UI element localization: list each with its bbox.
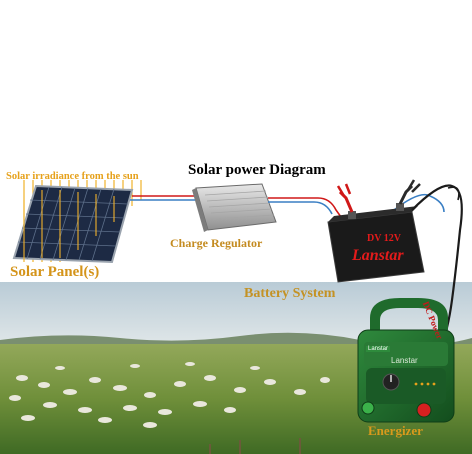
battery-voltage-text: DV 12V (367, 233, 401, 244)
cable-battery-energizer (411, 184, 463, 351)
charge-regulator-label: Charge Regulator (170, 236, 263, 250)
energizer-label: Energizer (368, 423, 423, 438)
solar-irradiance-label: Solar irradiance from the sun (6, 171, 139, 182)
battery (327, 179, 425, 283)
solar-panel (12, 184, 134, 264)
charge-regulator (192, 183, 277, 232)
battery-brand-text: Lanstar (352, 247, 404, 264)
far-hills (0, 332, 472, 346)
battery-system-label: Battery System (244, 286, 336, 301)
wires-regulator-battery (268, 193, 445, 225)
wires-panel-regulator (130, 195, 198, 201)
energizer-brand-text: Lanstar (391, 356, 418, 365)
fence-posts (209, 438, 301, 454)
diagram-title: Solar power Diagram (188, 162, 326, 178)
solar-panel-label: Solar Panel(s) (10, 264, 100, 280)
sheep-flock (9, 362, 330, 428)
energizer-tag-text: Lanstar (366, 346, 391, 352)
energizer-unit (357, 298, 455, 423)
